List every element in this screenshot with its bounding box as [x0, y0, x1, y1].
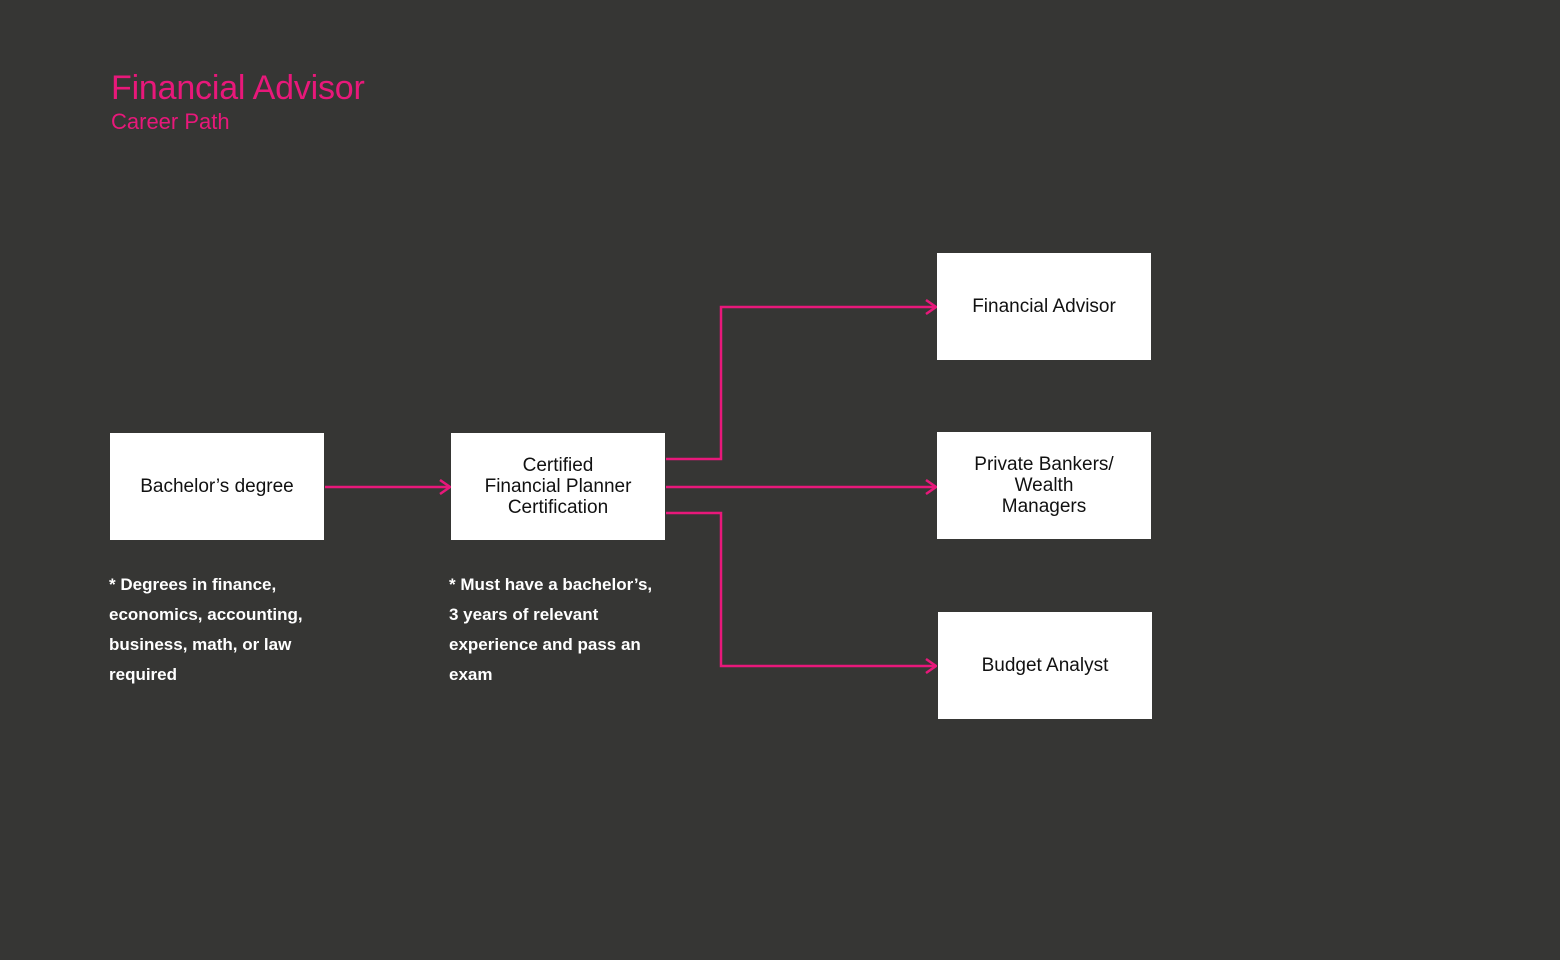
page-title: Financial Advisor: [111, 69, 365, 107]
node-budget-analyst: Budget Analyst: [938, 612, 1152, 719]
node-financial-advisor: Financial Advisor: [937, 253, 1151, 360]
node-bachelors-degree: Bachelor’s degree: [110, 433, 324, 540]
node-private-bankers: Private Bankers/ Wealth Managers: [937, 432, 1151, 539]
note-cfp-requirements: * Must have a bachelor’s, 3 years of rel…: [449, 575, 653, 684]
page-subtitle: Career Path: [111, 109, 230, 134]
connector-cfp-to-advisor: [666, 307, 936, 461]
node-label: Private Bankers/ Wealth Managers: [974, 454, 1114, 517]
node-label: Budget Analyst: [981, 655, 1109, 676]
node-cfp-certification: Certified Financial Planner Certificatio…: [451, 433, 665, 540]
connector-cfp-to-budget: [666, 511, 936, 666]
node-label: Certified Financial Planner Certificatio…: [484, 455, 632, 518]
node-label: Financial Advisor: [972, 296, 1116, 317]
node-label: Bachelor’s degree: [140, 476, 294, 497]
note-bachelors-requirements: * Degrees in finance, economics, account…: [109, 575, 303, 684]
